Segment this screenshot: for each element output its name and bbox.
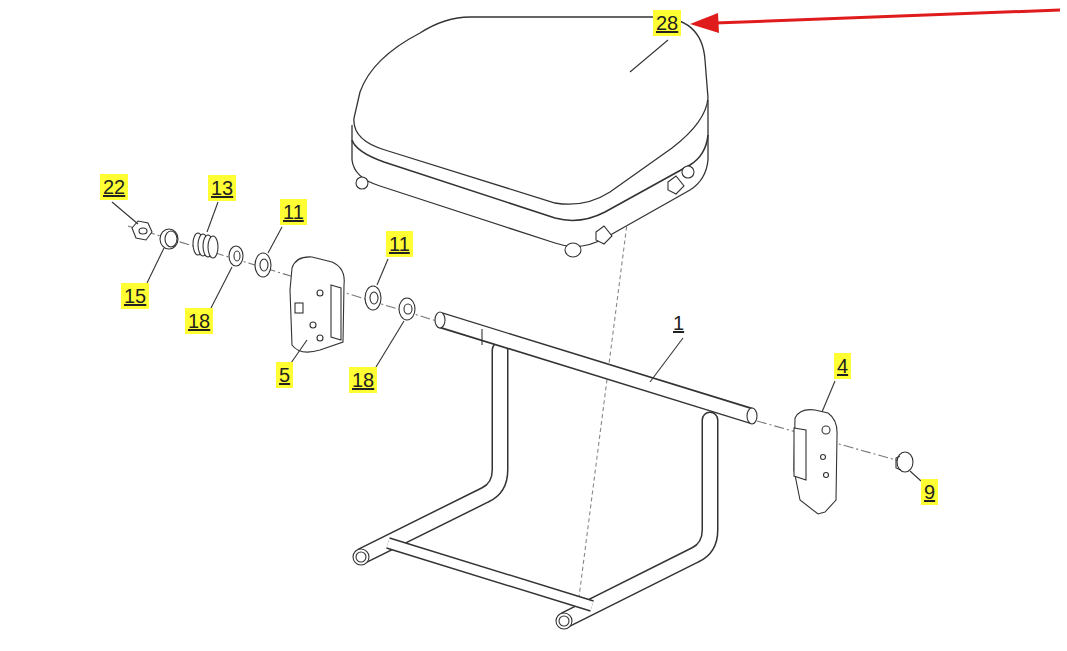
cap-stem <box>896 456 901 470</box>
leader-line <box>630 40 668 72</box>
washer-11 <box>255 253 271 277</box>
plate-hole <box>824 473 829 478</box>
callout-number: 11 <box>280 199 307 225</box>
frame-leg <box>565 420 710 620</box>
leader-line <box>207 202 218 232</box>
tube-end <box>356 552 366 562</box>
frame-leg <box>362 350 500 556</box>
arrow-shaft <box>715 10 1060 23</box>
plate-hole <box>822 426 830 434</box>
ring-15 <box>160 229 178 249</box>
plate-hole <box>310 322 316 328</box>
cap-9 <box>897 452 913 472</box>
plate-5 <box>290 257 344 352</box>
spring-coil <box>208 236 218 258</box>
frame-bar <box>388 543 592 606</box>
callout-number: 28 <box>653 10 681 36</box>
leader-line <box>211 267 232 308</box>
frame-bar <box>388 543 592 606</box>
plate-hole <box>821 455 826 460</box>
leader-line <box>147 248 164 283</box>
plate-flange <box>331 285 341 340</box>
frame-leg <box>362 350 500 556</box>
tube-end <box>435 312 445 328</box>
seat-seam <box>352 135 708 220</box>
frame-tube <box>441 320 751 416</box>
callout-number: 9 <box>921 479 938 505</box>
seat-top <box>354 17 708 204</box>
frame-step <box>481 329 482 345</box>
washer-hole <box>404 304 412 314</box>
tube-end <box>559 616 569 626</box>
nut-hole <box>139 228 147 234</box>
seat-clip <box>596 226 612 244</box>
seat-clip <box>668 176 684 194</box>
illustration <box>112 17 921 629</box>
leader-line <box>910 471 921 481</box>
spring-13 <box>193 233 218 258</box>
washer-hole <box>370 292 378 304</box>
ring-15 <box>165 231 177 247</box>
washer-18 <box>229 246 243 266</box>
seat-frame <box>353 312 757 629</box>
nut-22 <box>132 221 152 240</box>
assembly-line <box>578 185 632 605</box>
callout-number: 18 <box>185 308 213 334</box>
leader-lines <box>112 40 921 481</box>
callout-number: 11 <box>386 231 413 257</box>
leader-line <box>291 340 307 363</box>
tube-end <box>747 408 757 424</box>
axis-line <box>128 226 440 322</box>
plate-flange <box>794 428 806 480</box>
callout-number: 22 <box>100 174 128 200</box>
tube-end <box>556 613 572 629</box>
plate-hole <box>317 290 323 296</box>
seat-foot <box>682 166 694 178</box>
leader-line <box>650 338 683 382</box>
leader-line <box>376 321 404 367</box>
seat-foot <box>565 243 581 257</box>
arrow-head <box>690 13 719 33</box>
tube-end <box>353 549 369 565</box>
plate-4 <box>794 410 837 514</box>
washer-hole <box>234 251 240 261</box>
callout-number: 18 <box>349 367 377 393</box>
washer-11 <box>365 286 381 310</box>
leader-line <box>377 259 388 285</box>
callout-number: 4 <box>834 353 851 379</box>
plate-hole <box>317 335 323 341</box>
washer-hole <box>260 259 268 271</box>
seat-foot <box>356 177 368 189</box>
callout-number: 1 <box>670 310 687 336</box>
plate-stud <box>295 303 303 313</box>
washer-18 <box>399 298 415 320</box>
leader-line <box>112 202 138 224</box>
frame-tube <box>440 320 752 416</box>
callout-number: 15 <box>121 283 149 309</box>
leader-line <box>822 381 835 412</box>
leader-line <box>268 227 282 253</box>
frame-leg <box>565 420 710 620</box>
callout-number: 5 <box>276 362 293 388</box>
pointer-arrow <box>690 10 1060 33</box>
callout-number: 13 <box>208 175 236 201</box>
